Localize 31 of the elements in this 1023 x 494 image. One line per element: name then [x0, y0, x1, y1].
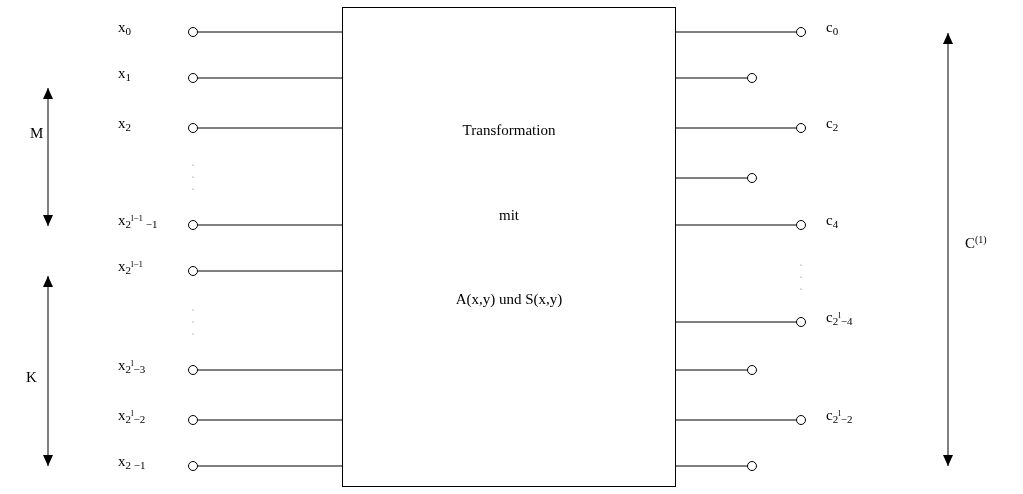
connector-line	[675, 77, 748, 79]
signal-label: x$_{2}$	[118, 116, 131, 131]
connector-line	[197, 127, 343, 129]
box-text: Transformation	[462, 121, 556, 141]
connector-line	[675, 177, 748, 179]
dimension-label: C$^{(1)}$	[965, 233, 987, 253]
connector-line	[197, 270, 343, 272]
connector-line	[675, 31, 797, 33]
connector-line	[197, 465, 343, 467]
signal-label: x$_{1}$	[118, 66, 131, 81]
dimension-label: K	[26, 368, 37, 387]
connector-line	[197, 77, 343, 79]
transformation-box	[342, 7, 676, 487]
connector-line	[675, 321, 797, 323]
box-text: A(x,y) und S(x,y)	[455, 290, 563, 310]
signal-label: c$_{4}$	[826, 213, 839, 228]
connector-line	[197, 224, 343, 226]
connector-line	[675, 369, 748, 371]
connector-line	[675, 465, 748, 467]
connector-line	[675, 127, 797, 129]
connector-line	[675, 419, 797, 421]
signal-label: c$_{0}$	[826, 20, 839, 35]
signal-label: c$_{2}$	[826, 116, 839, 131]
connector-line	[675, 224, 797, 226]
signal-label: x$_{2 −1}$	[118, 454, 146, 469]
signal-label: x$_{0}$	[118, 20, 131, 35]
dimension-label: M	[30, 124, 44, 143]
connector-line	[197, 31, 343, 33]
connector-line	[197, 369, 343, 371]
box-text: mit	[499, 205, 519, 225]
connector-line	[197, 419, 343, 421]
